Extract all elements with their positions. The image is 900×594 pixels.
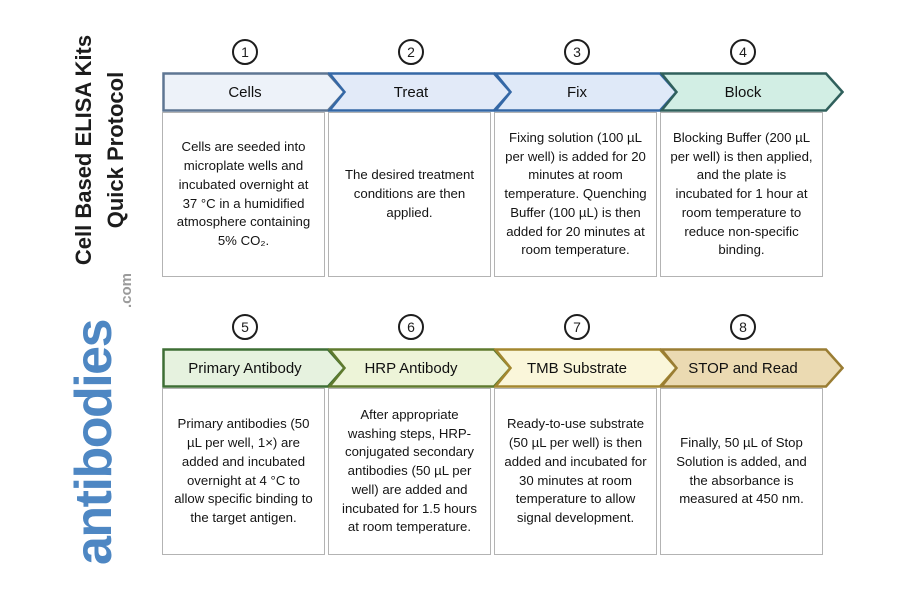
- step-description: Ready-to-use substrate (50 µL per well) …: [494, 388, 657, 555]
- step-description-text: The desired treatment conditions are the…: [344, 167, 474, 220]
- step-number-badge: 3: [564, 39, 590, 65]
- step-number: 1: [241, 44, 249, 60]
- step-number-badge: 5: [232, 314, 258, 340]
- step-label: STOP and Read: [688, 359, 798, 377]
- step-description-text: Finally, 50 µL of Stop Solution is added…: [676, 435, 807, 507]
- step-number: 7: [573, 319, 581, 335]
- title-line-2: Quick Protocol: [103, 71, 128, 229]
- arrow-shape: [660, 72, 844, 112]
- step-number-badge: 4: [730, 39, 756, 65]
- step-description: Finally, 50 µL of Stop Solution is added…: [660, 388, 823, 555]
- step-number: 3: [573, 44, 581, 60]
- step-label: Treat: [393, 83, 429, 101]
- step-description: After appropriate washing steps, HRP-con…: [328, 388, 491, 555]
- arrow-shape: [660, 348, 844, 388]
- step-number-badge: 7: [564, 314, 590, 340]
- brand-logo: antibodies .com: [55, 273, 135, 565]
- step-description: Cells are seeded into microplate wells a…: [162, 112, 325, 277]
- brand-logo-suffix: .com: [118, 273, 135, 309]
- step-description-text: After appropriate washing steps, HRP-con…: [342, 406, 477, 535]
- step-label: TMB Substrate: [526, 359, 628, 377]
- brand-logo-text: antibodies: [65, 319, 123, 565]
- step-number-badge: 1: [232, 39, 258, 65]
- step-label: Cells: [228, 83, 262, 101]
- step-description-text: Fixing solution (100 µL per well) is add…: [504, 129, 647, 258]
- step-label: Fix: [567, 83, 587, 101]
- step-description: The desired treatment conditions are the…: [328, 112, 491, 277]
- step-arrow-banner: [660, 72, 844, 112]
- step-description-text: Cells are seeded into microplate wells a…: [176, 139, 311, 248]
- vertical-title: Cell Based ELISA Kits Quick Protocol: [68, 25, 132, 275]
- step-label: Primary Antibody: [188, 359, 302, 377]
- step-number: 5: [241, 319, 249, 335]
- step-description-text: Primary antibodies (50 µL per well, 1×) …: [174, 416, 313, 525]
- step-number: 4: [739, 44, 747, 60]
- step-number: 2: [407, 44, 415, 60]
- step-number: 6: [407, 319, 415, 335]
- step-description: Primary antibodies (50 µL per well, 1×) …: [162, 388, 325, 555]
- step-number-badge: 6: [398, 314, 424, 340]
- step-arrow-banner: [660, 348, 844, 388]
- step-number-badge: 8: [730, 314, 756, 340]
- title-line-1: Cell Based ELISA Kits: [71, 34, 96, 266]
- step-description: Blocking Buffer (200 µL per well) is the…: [660, 112, 823, 277]
- step-description-text: Ready-to-use substrate (50 µL per well) …: [504, 416, 647, 525]
- step-label: HRP Antibody: [364, 359, 458, 377]
- step-description-text: Blocking Buffer (200 µL per well) is the…: [670, 129, 813, 258]
- step-number: 8: [739, 319, 747, 335]
- step-number-badge: 2: [398, 39, 424, 65]
- step-description: Fixing solution (100 µL per well) is add…: [494, 112, 657, 277]
- step-label: Block: [724, 83, 762, 101]
